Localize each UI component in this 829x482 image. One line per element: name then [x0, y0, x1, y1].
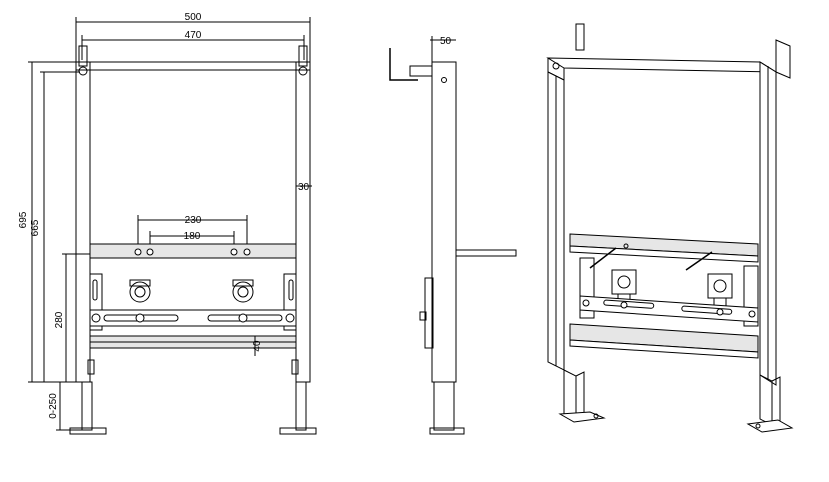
- dimension-500: 500: [75, 12, 311, 70]
- front-left-leg: [81, 381, 93, 431]
- dim-230-label: 230: [185, 215, 202, 226]
- front-mounting-rail: [89, 309, 297, 327]
- front-top-rail: [75, 61, 311, 71]
- front-left-valve: [129, 279, 151, 303]
- dimension-50: 50: [430, 36, 456, 70]
- persp-left-bracket: [579, 257, 595, 319]
- front-right-leg-clip: [291, 359, 299, 375]
- front-hole-1: [134, 248, 142, 256]
- dim-30-label: 30: [298, 182, 310, 193]
- dim-0-250-label: 0-250: [48, 393, 59, 419]
- front-view: 500 470 695: [18, 12, 317, 435]
- front-left-foot: [69, 427, 107, 435]
- dimension-665: 665: [30, 71, 80, 382]
- front-top-right-bolt: [298, 66, 308, 76]
- dim-40-label: 40: [252, 340, 263, 352]
- side-post: [431, 61, 457, 383]
- front-right-slot: [288, 279, 294, 301]
- persp-rail-hole-3: [716, 308, 724, 316]
- persp-left-foot: [558, 411, 606, 423]
- dimension-40: 40: [252, 336, 263, 356]
- front-right-valve: [232, 279, 254, 303]
- side-foot: [429, 427, 465, 435]
- dim-180-label: 180: [184, 231, 201, 242]
- dim-50-label: 50: [440, 36, 452, 47]
- persp-rail-hole-1: [582, 299, 590, 307]
- side-post-hole: [441, 77, 447, 83]
- dim-470-label: 470: [185, 30, 202, 41]
- persp-left-foot-hole: [593, 413, 599, 419]
- persp-rail-hole-4: [748, 310, 756, 318]
- front-top-left-bolt: [78, 66, 88, 76]
- persp-right-valve: [707, 273, 733, 309]
- persp-right-leg: [759, 374, 773, 426]
- front-top-left-tab: [78, 45, 88, 67]
- front-hole-2: [146, 248, 154, 256]
- side-view: 50: [389, 36, 517, 435]
- dimension-695: 695: [18, 61, 76, 383]
- front-left-post: [75, 61, 91, 383]
- persp-top-bolt: [552, 62, 560, 70]
- persp-top-rail: [546, 57, 778, 73]
- dimension-30: 30: [296, 182, 312, 193]
- front-right-bracket: [283, 273, 297, 331]
- front-left-bracket: [89, 273, 103, 331]
- front-left-leg-clip: [87, 359, 95, 375]
- front-left-slot: [92, 279, 98, 301]
- front-right-foot: [279, 427, 317, 435]
- side-pipe: [455, 249, 517, 257]
- front-rail-hole-3: [238, 313, 248, 323]
- dim-500-label: 500: [185, 12, 202, 23]
- persp-crossbar-hole: [623, 243, 629, 249]
- persp-lower-crossbar-face: [569, 339, 759, 359]
- front-right-post: [295, 61, 311, 383]
- persp-rail-slot-left: [603, 299, 655, 309]
- persp-right-bracket: [743, 265, 759, 327]
- front-rail-hole-4: [285, 313, 295, 323]
- side-knob: [419, 311, 427, 321]
- persp-left-tab: [575, 23, 585, 51]
- front-top-right-tab: [298, 45, 308, 67]
- persp-rail-slot-right: [681, 305, 733, 315]
- front-rail-hole-1: [91, 313, 101, 323]
- persp-pipe-right: [685, 251, 713, 271]
- side-hook-clamp: [409, 65, 433, 77]
- persp-right-foot: [746, 419, 794, 433]
- persp-upper-crossbar-face: [569, 245, 759, 263]
- dim-665-label: 665: [30, 219, 41, 236]
- dimension-470: 470: [81, 30, 305, 60]
- persp-right-foot-hole: [755, 423, 761, 429]
- side-leg: [433, 381, 455, 431]
- front-right-leg: [295, 381, 307, 431]
- dimension-280: 280: [54, 253, 90, 382]
- dim-695-label: 695: [18, 211, 29, 228]
- front-upper-crossbar: [89, 243, 297, 259]
- front-rail-hole-2: [135, 313, 145, 323]
- persp-left-leg: [563, 369, 577, 421]
- persp-rail-hole-2: [620, 301, 628, 309]
- side-hook-bracket: [389, 48, 418, 81]
- persp-right-tab: [775, 39, 791, 79]
- dimension-0-250: 0-250: [48, 381, 82, 431]
- dim-280-label: 280: [54, 311, 65, 328]
- perspective-view: [546, 23, 794, 433]
- side-lower-plate: [424, 277, 434, 349]
- front-hole-4: [243, 248, 251, 256]
- front-hole-3: [230, 248, 238, 256]
